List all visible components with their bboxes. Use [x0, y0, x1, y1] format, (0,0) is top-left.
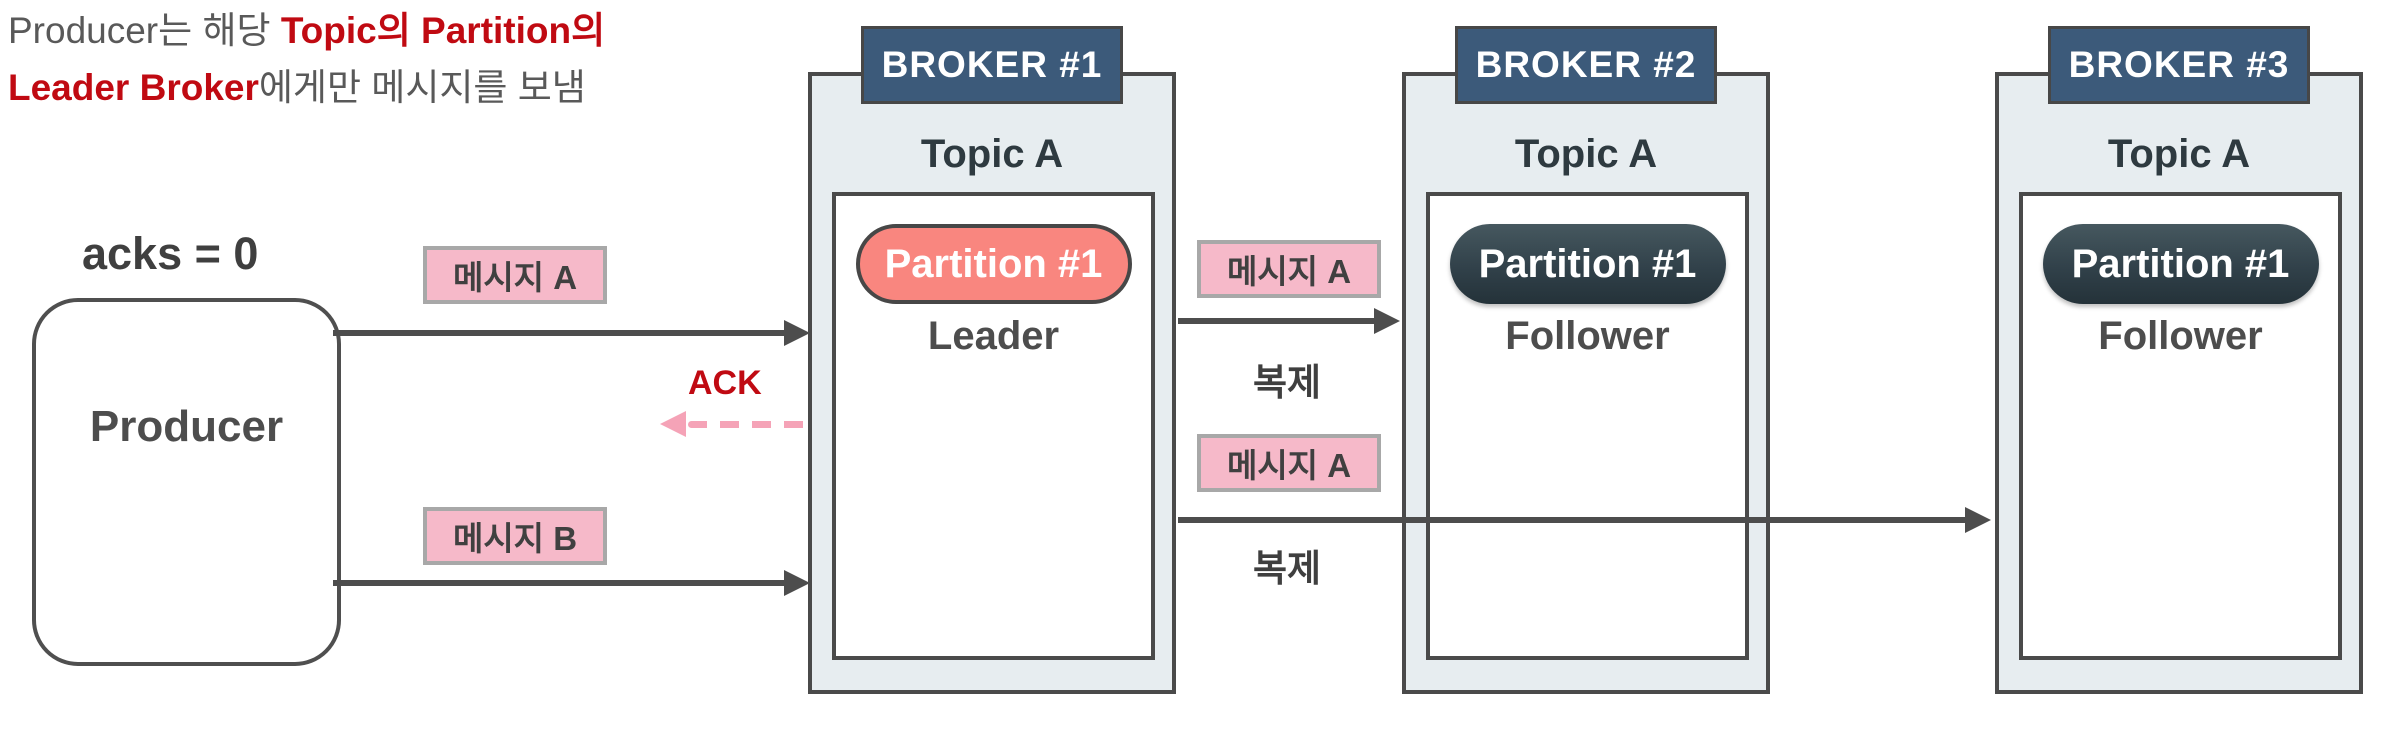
annotation-line-2: Leader Broker에게만 메시지를 보냄: [8, 59, 605, 116]
broker-2-topic-label: Topic A: [1514, 132, 1658, 176]
annotation-line2-red: Leader Broker: [8, 67, 259, 108]
broker-1-role-label: Leader: [927, 314, 1060, 358]
replicate-label-2: 복제: [1252, 548, 1322, 589]
broker-2-role-label: Follower: [1505, 314, 1670, 358]
arrow-broker1-to-broker3: [1178, 517, 1967, 523]
broker-3-header: BROKER #3: [2048, 26, 2310, 104]
broker-3-box: BROKER #3 Topic A Partition #1 Follower: [1995, 26, 2363, 694]
annotation-line1-red: Topic의 Partition의: [280, 10, 606, 51]
replicate-label-1: 복제: [1252, 362, 1322, 403]
message-a-tag-producer: 메시지 A: [423, 246, 607, 304]
broker-3-topic-box: Partition #1 Follower: [2019, 192, 2342, 660]
acks-setting-label: acks = 0: [82, 228, 259, 279]
broker-3-partition-pill: Partition #1: [2042, 224, 2319, 304]
ack-label: ACK: [688, 364, 762, 402]
broker-2-header: BROKER #2: [1455, 26, 1717, 104]
broker-3-topic-label: Topic A: [2107, 132, 2251, 176]
ack-dashed-line: [688, 421, 808, 428]
message-a-tag-replication-2: 메시지 A: [1197, 434, 1381, 492]
arrowhead-broker1-to-broker2: [1374, 308, 1400, 334]
producer-label: Producer: [89, 402, 284, 451]
ack-arrowhead: [660, 411, 686, 437]
arrowhead-producer-to-broker1-msg-b: [784, 570, 810, 596]
broker-2-topic-box: Partition #1 Follower: [1426, 192, 1749, 660]
annotation-line1-gray: Producer는 해당: [8, 10, 281, 51]
broker-3-role-label: Follower: [2098, 314, 2263, 358]
broker-1-box: BROKER #1 Topic A Partition #1 Leader: [808, 26, 1176, 694]
broker-2-partition-pill: Partition #1: [1449, 224, 1726, 304]
annotation-line2-gray: 에게만 메시지를 보냄: [258, 67, 586, 108]
broker-1-topic-label: Topic A: [920, 132, 1064, 176]
arrow-producer-to-broker1-msg-a: [333, 330, 786, 336]
broker-1-header: BROKER #1: [861, 26, 1123, 104]
message-b-tag-producer: 메시지 B: [423, 507, 607, 565]
broker-2-box: BROKER #2 Topic A Partition #1 Follower: [1402, 26, 1770, 694]
message-a-tag-replication-1: 메시지 A: [1197, 240, 1381, 298]
arrowhead-broker1-to-broker3: [1965, 507, 1991, 533]
producer-box: Producer: [32, 298, 341, 666]
arrow-producer-to-broker1-msg-b: [333, 580, 786, 586]
broker-1-topic-box: Partition #1 Leader: [832, 192, 1155, 660]
broker-1-partition-pill: Partition #1: [855, 224, 1132, 304]
annotation-text: Producer는 해당 Topic의 Partition의 Leader Br…: [8, 2, 605, 116]
arrow-broker1-to-broker2: [1178, 318, 1376, 324]
arrowhead-producer-to-broker1-msg-a: [784, 320, 810, 346]
annotation-line-1: Producer는 해당 Topic의 Partition의: [8, 2, 605, 59]
